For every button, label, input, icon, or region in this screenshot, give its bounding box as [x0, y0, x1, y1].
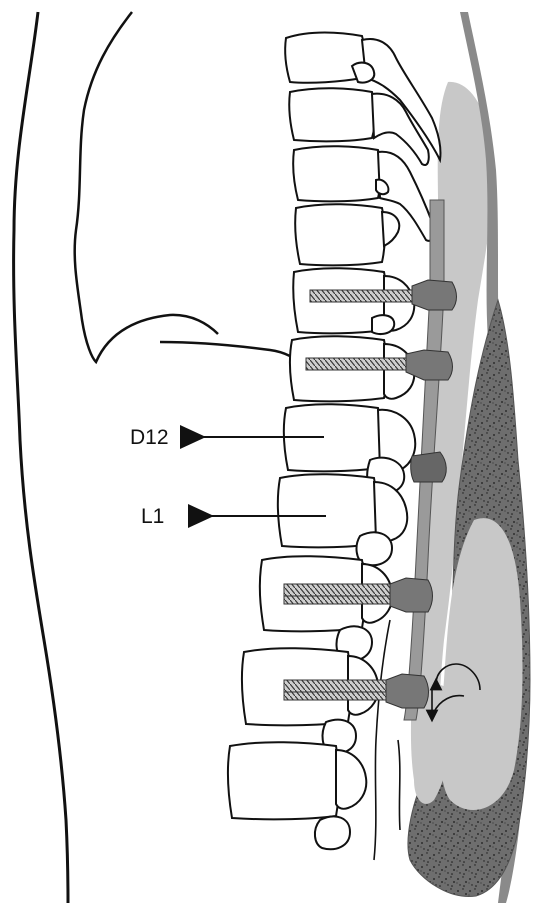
vertebra-11 — [228, 742, 339, 819]
spinal-canal-line — [374, 620, 400, 860]
label-l1: L1 — [141, 506, 164, 527]
rod-connector — [411, 452, 447, 482]
vertebra-2 — [289, 88, 375, 141]
vertebra-3 — [293, 146, 381, 201]
rib-outline — [75, 12, 305, 366]
vertebra-1 — [285, 33, 365, 83]
body-contour — [14, 12, 68, 903]
vertebra-4 — [295, 204, 385, 265]
vertebral-column — [228, 33, 441, 850]
label-d12: D12 — [130, 427, 169, 448]
